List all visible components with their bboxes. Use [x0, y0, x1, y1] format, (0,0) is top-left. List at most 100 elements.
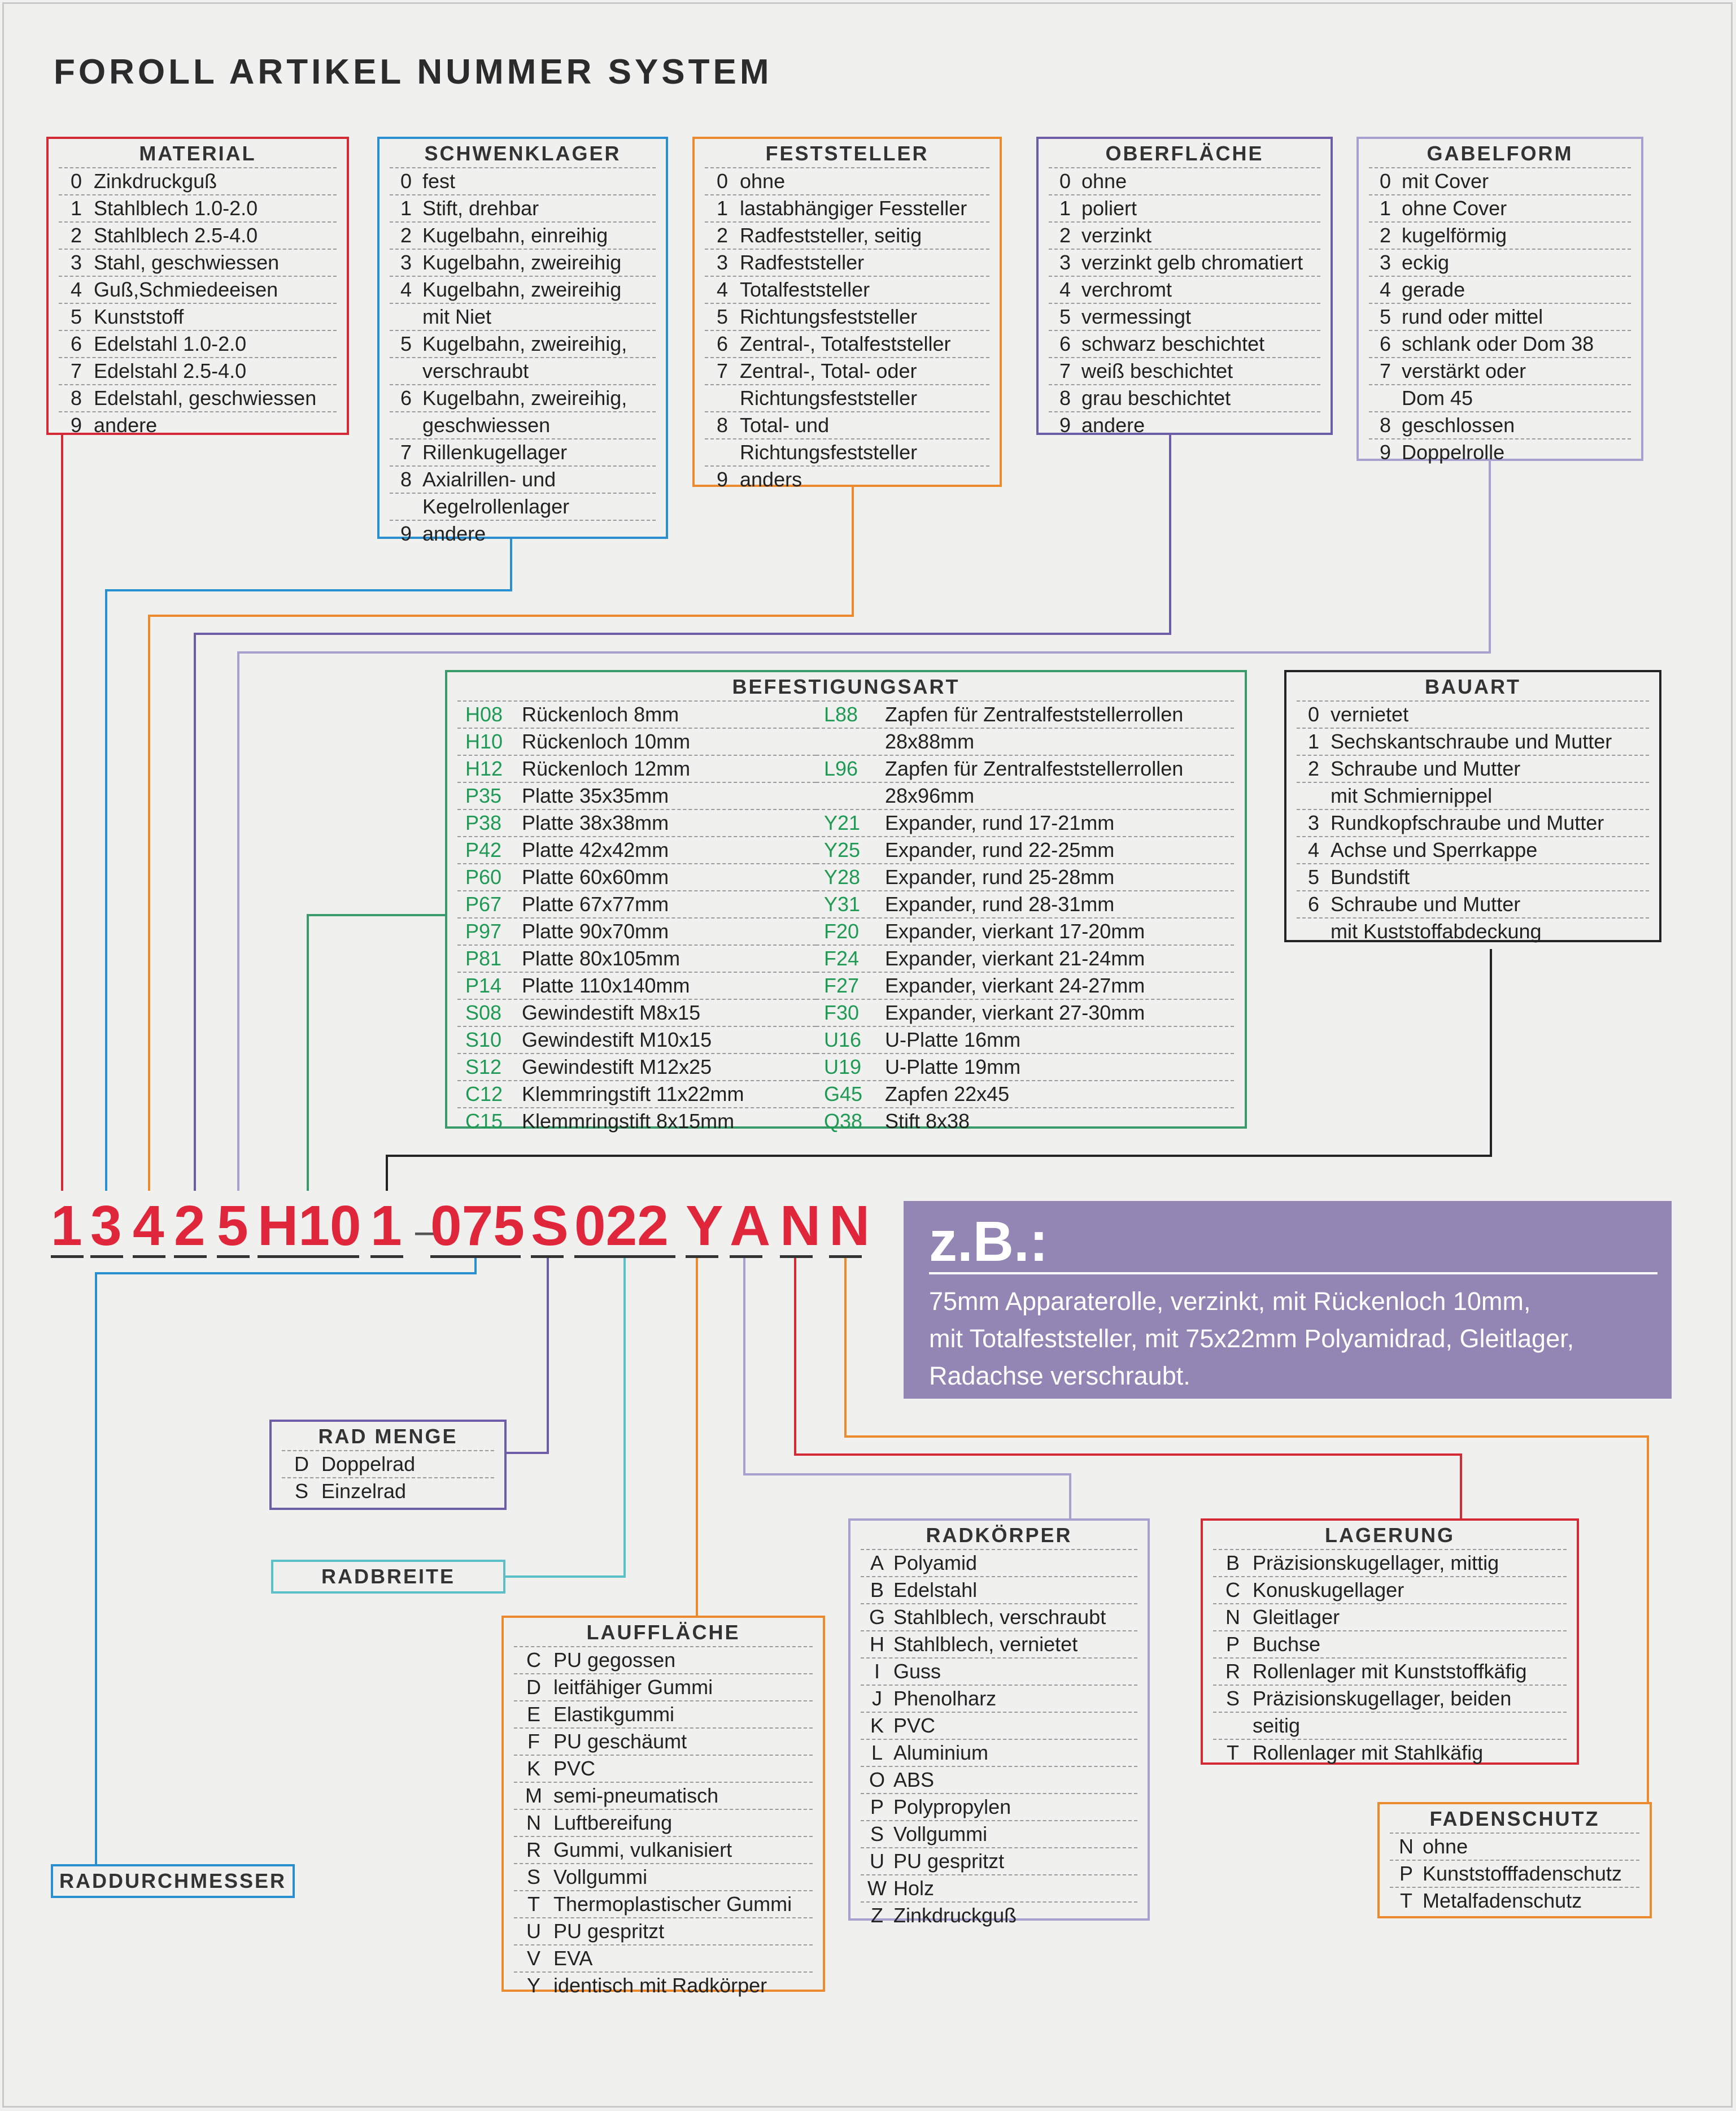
- item-code: 6: [716, 332, 729, 355]
- item-code: G45: [824, 1082, 863, 1105]
- wire-gabelform: [237, 456, 1491, 1191]
- item-text: eckig: [1402, 251, 1450, 274]
- wire-raddurchmesser: [95, 1257, 477, 1864]
- list-item: 28x88mm: [816, 728, 1234, 755]
- radmenge-title: RAD MENGE: [318, 1425, 458, 1448]
- item-text: U-Platte 16mm: [885, 1028, 1021, 1051]
- item-code: L96: [824, 757, 858, 780]
- item-code: 5: [70, 305, 82, 328]
- item-text: Expander, vierkant 27-30mm: [885, 1001, 1145, 1024]
- item-code: [390, 304, 422, 330]
- item-text: Platte 60x60mm: [522, 865, 669, 889]
- item-code: D: [294, 1452, 309, 1475]
- item-text: Richtungsfeststeller: [740, 441, 918, 464]
- item-code: 7: [1379, 359, 1392, 382]
- item-code: 6: [400, 386, 412, 410]
- item-code: 6: [1379, 332, 1392, 355]
- item-code: F24: [824, 947, 860, 970]
- item-code: U: [526, 1920, 541, 1943]
- item-code: 2: [1059, 224, 1071, 247]
- item-text: verzinkt gelb chromatiert: [1081, 251, 1303, 274]
- item-text: ohne: [1423, 1835, 1468, 1858]
- item-text: andere: [422, 522, 486, 545]
- item-code: Y: [526, 1974, 540, 1997]
- item-code: 6: [1059, 332, 1071, 355]
- item-text: Platte 42x42mm: [522, 838, 669, 861]
- wire-radkoerper: [743, 1257, 1071, 1518]
- item-text: Rollenlager mit Kunststoffkäfig: [1253, 1660, 1527, 1683]
- item-code: 8: [70, 386, 82, 410]
- item-text: schwarz beschichtet: [1081, 332, 1265, 355]
- list-item: Kegelrollenlager: [390, 493, 656, 520]
- item-code: F: [527, 1730, 540, 1753]
- item-text: Bundstift: [1331, 865, 1410, 889]
- item-code: H10: [465, 730, 503, 753]
- list-item: mit Kuststoffabdeckung: [1297, 917, 1649, 944]
- item-code: P: [870, 1795, 884, 1818]
- item-text: ohne: [740, 169, 786, 193]
- item-text: verzinkt: [1081, 224, 1152, 247]
- item-code: 8: [1379, 414, 1392, 437]
- example-panel: z.B.: 75mm Apparaterolle, verzinkt, mit …: [904, 1201, 1672, 1399]
- item-text: PU geschäumt: [553, 1730, 687, 1753]
- item-text: rund oder mittel: [1402, 305, 1543, 328]
- item-code: [705, 385, 740, 411]
- item-text: Stahlblech 2.5-4.0: [94, 224, 258, 247]
- list-item: mit Schmiernippel: [1297, 782, 1649, 809]
- radbreite-title: RADBREITE: [321, 1565, 455, 1588]
- wire-lagerung: [794, 1257, 1462, 1518]
- item-code: 3: [70, 251, 82, 274]
- item-text: ABS: [893, 1768, 935, 1791]
- item-text: Platte 38x38mm: [522, 811, 669, 834]
- code-underline: [370, 1255, 403, 1258]
- wire-schwenklager: [105, 530, 512, 1191]
- code-underline: [780, 1255, 813, 1258]
- item-code: N: [1399, 1835, 1414, 1858]
- item-text: weiß beschichtet: [1081, 359, 1233, 382]
- item-code: 2: [1379, 224, 1392, 247]
- item-code: P81: [465, 947, 502, 970]
- item-code: 7: [1059, 359, 1071, 382]
- item-code: K: [526, 1757, 540, 1780]
- item-text: EVA: [553, 1947, 593, 1970]
- item-text: verchromt: [1081, 278, 1172, 301]
- code-underline: [686, 1255, 718, 1258]
- item-text: Guss: [893, 1660, 941, 1683]
- item-code: [1297, 919, 1331, 944]
- item-code: Y21: [824, 811, 861, 834]
- code-underline: [531, 1255, 564, 1258]
- list-item: 6 schwarz beschichtet: [1049, 330, 1320, 357]
- item-text: Zinkdruckguß: [94, 169, 217, 193]
- item-text: Richtungsfeststeller: [740, 305, 918, 328]
